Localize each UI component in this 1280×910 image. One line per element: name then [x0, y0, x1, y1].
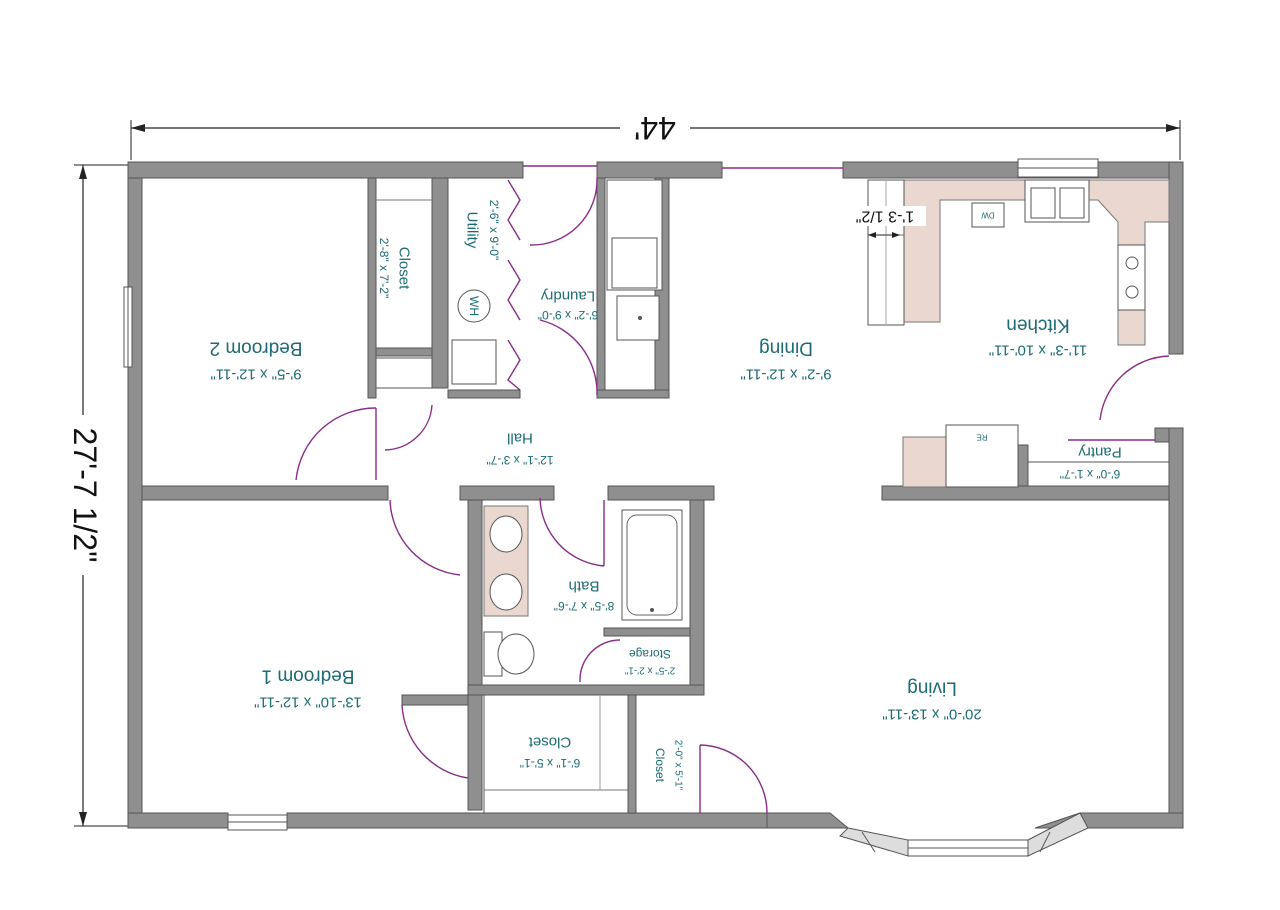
closet-entry-name: Closet: [653, 748, 667, 783]
dining-dim: 9'-2" x 12'-11": [740, 366, 831, 383]
bedroom2-name: Bedroom 2: [210, 338, 303, 359]
dishwasher-label: DW: [981, 211, 995, 220]
water-heater-label: WH: [467, 296, 481, 316]
room-labels: Bedroom 2 9'-5" x 12'-11" Closet 2'-8" x…: [210, 200, 1122, 791]
pantry-dim: 6'-0" x 1'-7": [1060, 467, 1120, 481]
range-label: RE: [976, 433, 987, 442]
hall-name: Hall: [507, 430, 533, 447]
closet-b2-name: Closet: [396, 247, 413, 290]
bedroom1-dim: 13'-10" x 12'-11": [254, 694, 362, 711]
living-dim: 20'-0" x 13'-11": [882, 706, 982, 723]
storage-dim: 2'-5" x 2'-1": [624, 665, 675, 676]
utility-dim: 2'-6" x 9'-0": [487, 200, 501, 260]
closet-b1-name: Closet: [528, 734, 571, 751]
utility-name: Utility: [464, 212, 481, 249]
closet-b1-dim: 6'-1" x 5'-1": [520, 756, 580, 770]
interior-walls: [141, 177, 1170, 814]
laundry-dim: 6'-2" x 9'-0": [538, 308, 598, 322]
fixtures: WH: [375, 177, 683, 814]
kitchen-dim: 11'-3" x 10'-11": [989, 342, 1087, 359]
bedroom1-name: Bedroom 1: [262, 666, 355, 687]
overall-width-dimension: 44': [130, 110, 1181, 160]
dining-name: Dining: [759, 338, 813, 359]
doors: [295, 165, 1170, 814]
closet-b2-dim: 2'-8" x 7'-2": [377, 238, 391, 298]
living-name: Living: [907, 678, 957, 699]
overall-width-label: 44': [634, 110, 676, 146]
bath-dim: 8'-5" x 7'-6": [554, 599, 614, 613]
overall-height-label: 27'-7 1/2": [67, 428, 103, 563]
closet-entry-dim: 2'-0" x 5'-1": [673, 740, 684, 791]
bath-name: Bath: [569, 578, 600, 595]
pantry-name: Pantry: [1078, 444, 1122, 461]
overall-height-dimension: 27'-7 1/2": [64, 164, 128, 827]
kitchen-layout: DW RE 1'-3 1/2": [844, 179, 1170, 488]
storage-name: Storage: [629, 647, 671, 661]
kitchen-offset-label: 1'-3 1/2": [856, 208, 915, 225]
laundry-name: Laundry: [540, 288, 595, 305]
bedroom2-dim: 9'-5" x 12'-11": [210, 366, 301, 383]
hall-dim: 12'-1" x 3'-7": [486, 453, 553, 467]
kitchen-name: Kitchen: [1006, 315, 1069, 336]
windows: [123, 158, 1099, 857]
